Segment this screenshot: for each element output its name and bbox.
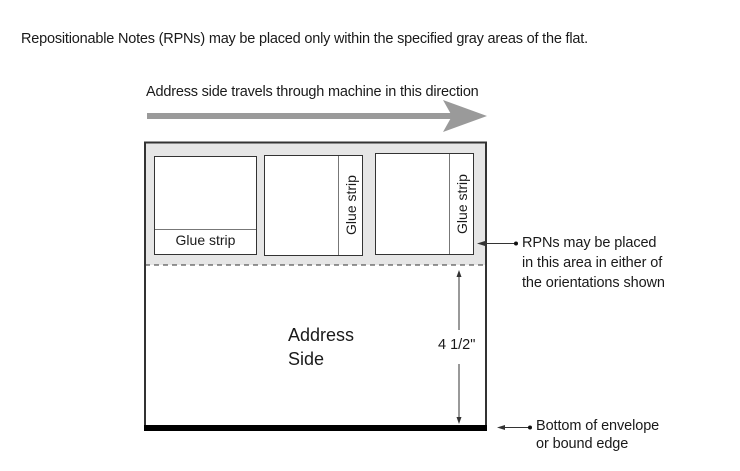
bottom-edge-callout-line2: or bound edge [536,436,629,452]
glue-strip-label-horizontal: Glue strip [175,232,236,248]
bottom-bound-edge [144,425,487,431]
address-side-label: Address Side [288,323,354,371]
page-title: Repositionable Notes (RPNs) may be place… [21,31,588,47]
bottom-edge-callout-line [497,425,532,430]
rpn-area-callout-line [477,241,518,246]
direction-label: Address side travels through machine in … [146,84,479,100]
bottom-edge-callout: Bottom of envelope or bound edge [536,417,659,453]
rpn-area-callout-line1: RPNs may be placed [522,235,657,251]
glue-strip-label-vertical-1: Glue strip [343,175,359,235]
direction-arrow-icon [147,100,487,132]
rpn-area-callout-line2: in this area in either of [522,255,663,271]
rpn-note-vertical-1 [264,155,363,256]
rpn-note-vertical-2 [375,153,474,255]
address-area [145,265,486,427]
address-side-label-line1: Address [288,325,355,345]
height-dimension-arrow-icon [456,270,462,424]
address-side-label-line2: Side [288,349,325,369]
height-dimension-label: 4 1/2" [437,337,477,353]
rpn-note-horizontal [154,156,257,255]
rpn-area-callout-line3: the orientations shown [522,275,665,291]
bottom-edge-callout-line1: Bottom of envelope [536,418,660,434]
rpn-area-callout: RPNs may be placed in this area in eithe… [522,233,665,293]
glue-strip-label-vertical-2: Glue strip [454,174,470,234]
